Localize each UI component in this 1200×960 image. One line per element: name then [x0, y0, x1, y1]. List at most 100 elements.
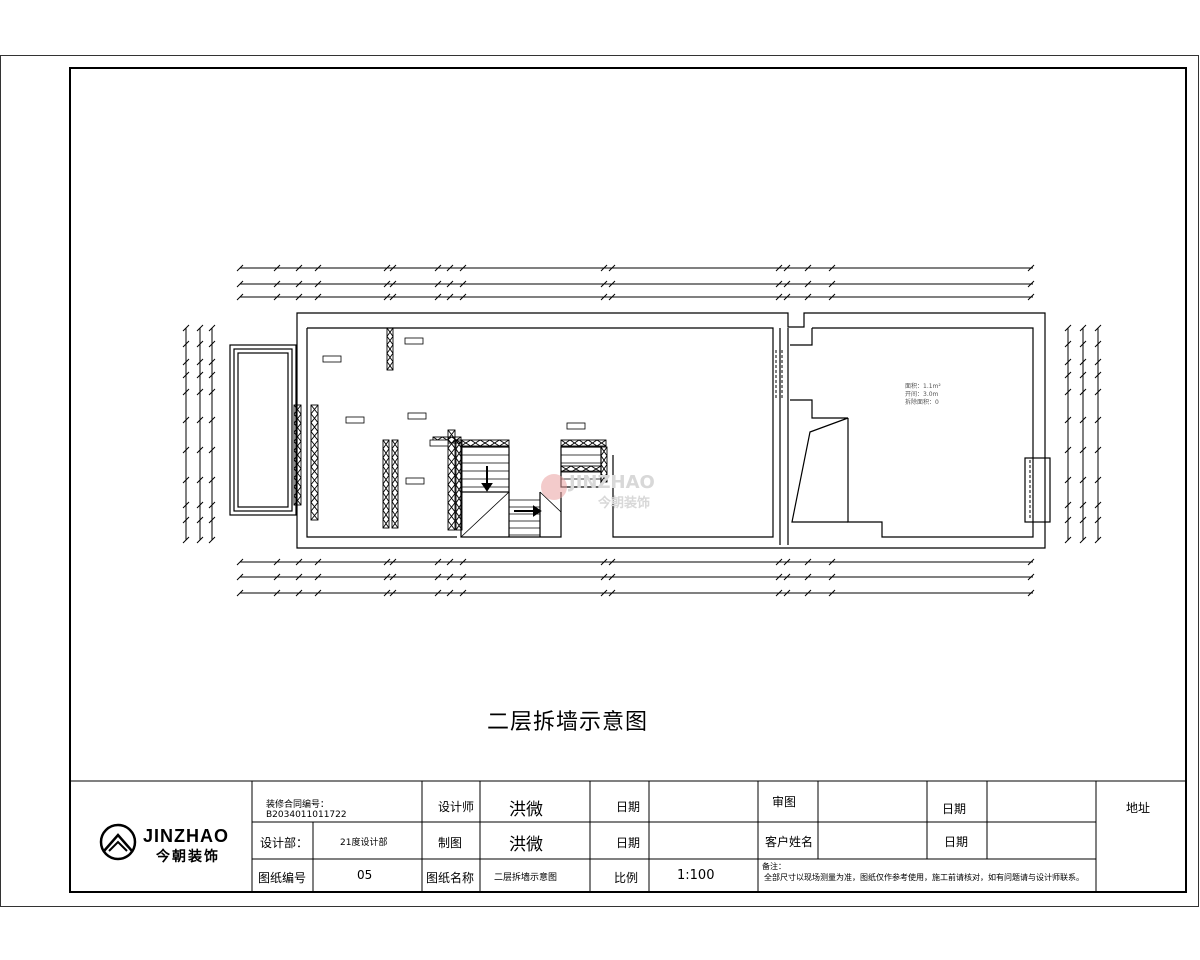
designer-name: 洪微	[509, 800, 543, 820]
demolish-mark	[391, 518, 399, 529]
dim-tick	[1079, 446, 1087, 454]
drawing-no-value: 05	[357, 868, 373, 882]
dim-tick	[446, 589, 454, 597]
dim-tick	[295, 558, 303, 566]
demolish-mark	[391, 501, 399, 511]
dim-tick	[208, 476, 216, 484]
designer-label: 设计师	[438, 800, 475, 814]
dim-tick	[182, 516, 190, 524]
dimension-ticks	[182, 264, 1102, 597]
demolished-wall	[560, 439, 607, 447]
dim-tick	[182, 358, 190, 366]
dim-tick	[1027, 264, 1035, 272]
dim-tick	[828, 280, 836, 288]
demolish-mark	[386, 352, 394, 362]
demolish-mark	[310, 404, 319, 415]
dim-tick	[236, 589, 244, 597]
dim-tick	[236, 293, 244, 301]
dim-tick	[434, 293, 442, 301]
svg-text:拆除面积：0: 拆除面积：0	[905, 398, 939, 406]
dim-tick	[196, 371, 204, 379]
dim-tick	[1094, 446, 1102, 454]
corridor-wall	[790, 328, 849, 523]
dim-tick	[804, 280, 812, 288]
demolished-wall	[310, 404, 319, 521]
demolish-mark	[293, 486, 302, 497]
demolish-mark	[596, 439, 607, 447]
address-label: 地址	[1126, 801, 1151, 815]
date-label-2: 日期	[616, 836, 641, 850]
demolish-mark	[310, 466, 319, 477]
dim-tick	[295, 589, 303, 597]
dim-tick	[273, 573, 281, 581]
dim-tick	[1064, 516, 1072, 524]
dim-tick	[459, 573, 467, 581]
dim-tick	[196, 536, 204, 544]
client-label: 客户姓名	[765, 835, 814, 849]
demolish-mark	[310, 493, 319, 503]
dim-tick	[1064, 358, 1072, 366]
dim-tick	[389, 264, 397, 272]
dim-tick	[775, 573, 783, 581]
dim-tick	[1079, 358, 1087, 366]
dim-tick	[783, 293, 791, 301]
demolish-mark	[382, 474, 390, 485]
dim-tick	[1094, 536, 1102, 544]
demolish-mark	[455, 457, 463, 468]
outer-wall	[296, 312, 1046, 549]
dim-tick	[600, 558, 608, 566]
demolish-mark	[447, 493, 456, 504]
demolish-mark	[455, 520, 463, 531]
demolish-mark	[293, 459, 302, 469]
demolish-mark	[391, 492, 399, 502]
dim-tick	[804, 293, 812, 301]
dim-tick	[1094, 358, 1102, 366]
demolish-mark	[391, 483, 399, 494]
stair-steps	[460, 454, 601, 538]
dim-tick	[1094, 416, 1102, 424]
dim-tick	[1079, 388, 1087, 396]
dim-tick	[828, 293, 836, 301]
dim-tick	[1079, 501, 1087, 509]
demolish-mark	[391, 510, 399, 520]
demolish-mark	[310, 510, 319, 521]
company-logo-icon	[99, 823, 137, 861]
design-dept-label: 设计部：	[260, 836, 309, 850]
demolish-mark	[382, 466, 390, 476]
dim-tick	[775, 280, 783, 288]
demolish-mark	[455, 466, 463, 477]
demolish-mark	[293, 468, 302, 479]
demolish-mark	[382, 510, 390, 520]
drafter-name: 洪微	[509, 835, 543, 855]
dim-tick	[783, 264, 791, 272]
dim-tick	[446, 558, 454, 566]
dim-tick	[236, 558, 244, 566]
demolish-mark	[489, 439, 500, 447]
scale-label: 比例	[614, 871, 639, 885]
dim-tick	[434, 280, 442, 288]
design-dept-value: 21度设计部	[340, 838, 388, 848]
demolish-mark	[293, 441, 302, 451]
dim-tick	[182, 446, 190, 454]
review-date-label: 日期	[942, 802, 967, 816]
dim-tick	[783, 573, 791, 581]
dim-tick	[383, 280, 391, 288]
demolish-mark	[600, 464, 608, 474]
dim-tick	[1064, 340, 1072, 348]
demolish-mark	[578, 439, 589, 447]
demolish-mark	[293, 404, 302, 415]
note-label: 备注：	[762, 862, 786, 871]
svg-text:面积：1.1m²: 面积：1.1m²	[905, 382, 941, 390]
dim-tick	[273, 589, 281, 597]
dim-tick	[208, 536, 216, 544]
dim-tick	[196, 416, 204, 424]
demolish-mark	[293, 413, 302, 424]
dim-tick	[1064, 324, 1072, 332]
balcony-inner	[237, 352, 289, 508]
drawing-sheet	[0, 55, 1199, 907]
wall-tag	[345, 416, 365, 424]
dim-tick	[608, 573, 616, 581]
demolish-mark	[382, 439, 390, 450]
dim-tick	[314, 264, 322, 272]
dim-tick	[389, 573, 397, 581]
